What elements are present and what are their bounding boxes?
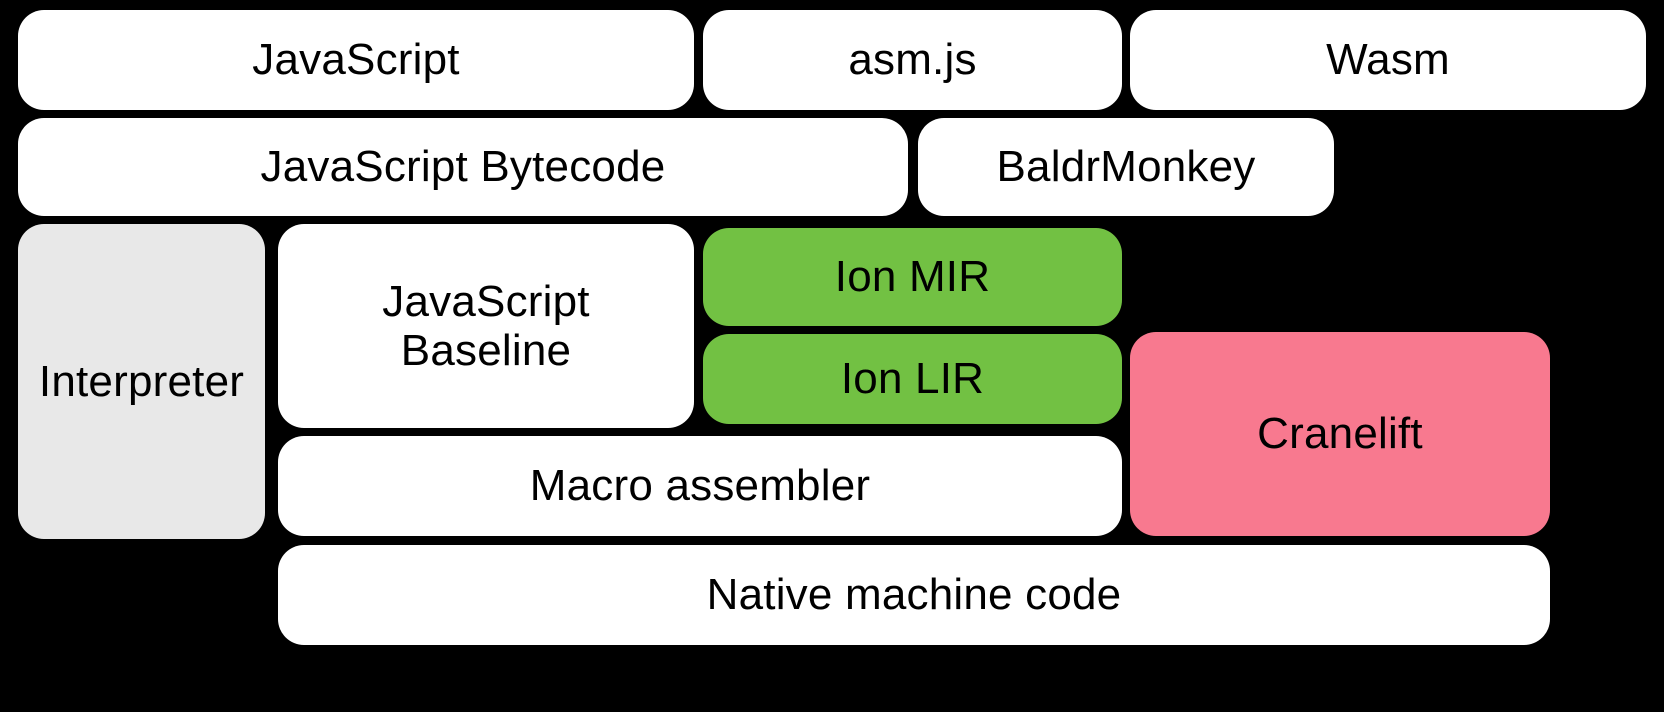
node-js-baseline: JavaScript Baseline	[278, 224, 694, 428]
node-ion-mir: Ion MIR	[703, 228, 1122, 326]
node-label-macro-assembler: Macro assembler	[529, 461, 871, 511]
node-label-js-baseline: JavaScript Baseline	[382, 276, 590, 375]
node-label-baldrmonkey: BaldrMonkey	[996, 142, 1256, 192]
node-cranelift: Cranelift	[1130, 332, 1550, 536]
node-native-machine-code: Native machine code	[278, 545, 1550, 645]
node-label-ion-mir: Ion MIR	[834, 252, 991, 302]
node-label-asmjs: asm.js	[848, 35, 977, 85]
node-ion-lir: Ion LIR	[703, 334, 1122, 424]
node-label-js-bytecode: JavaScript Bytecode	[260, 142, 666, 192]
node-asmjs: asm.js	[703, 10, 1122, 110]
node-label-cranelift: Cranelift	[1257, 409, 1423, 459]
node-interpreter: Interpreter	[18, 224, 265, 539]
node-label-wasm: Wasm	[1326, 35, 1450, 85]
node-macro-assembler: Macro assembler	[278, 436, 1122, 536]
node-label-native-machine-code: Native machine code	[706, 570, 1122, 620]
node-js-bytecode: JavaScript Bytecode	[18, 118, 908, 216]
node-label-ion-lir: Ion LIR	[840, 354, 985, 404]
node-javascript: JavaScript	[18, 10, 694, 110]
node-label-interpreter: Interpreter	[38, 356, 245, 406]
node-label-javascript: JavaScript	[252, 35, 460, 85]
node-baldrmonkey: BaldrMonkey	[918, 118, 1334, 216]
node-wasm: Wasm	[1130, 10, 1646, 110]
